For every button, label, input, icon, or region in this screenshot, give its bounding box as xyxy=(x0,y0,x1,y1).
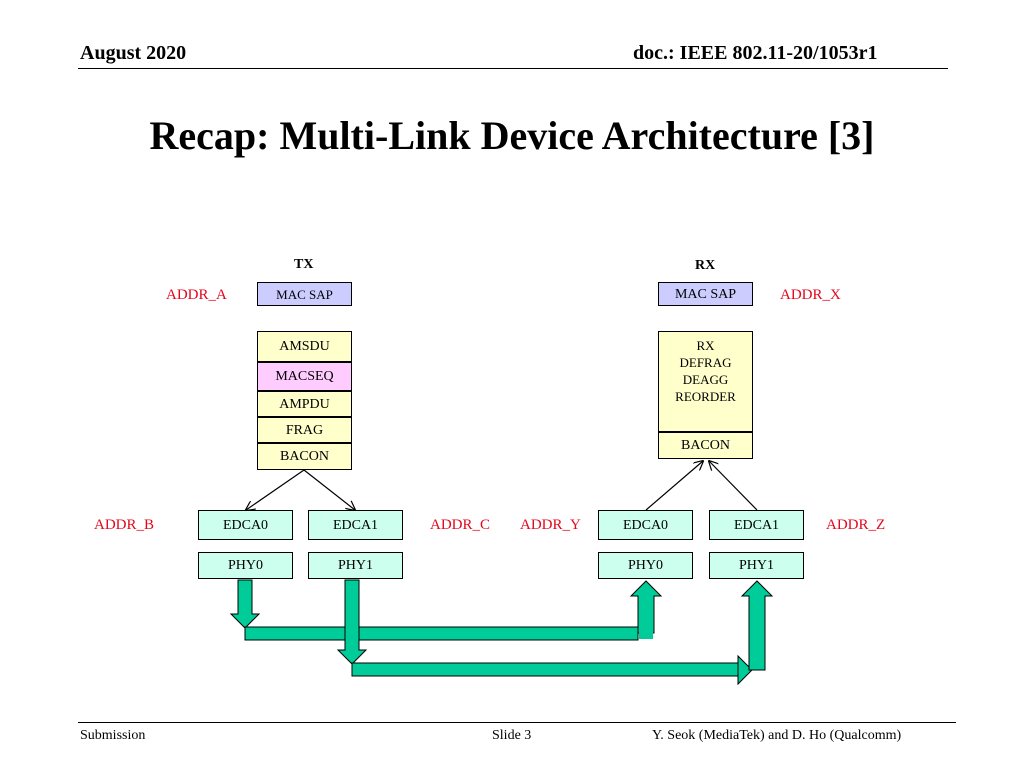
rx-stack-line: DEAGG xyxy=(682,372,729,387)
rx-phy1: PHY1 xyxy=(709,552,804,579)
tx-edca1: EDCA1 xyxy=(308,510,403,540)
slide-title: Recap: Multi-Link Device Architecture [3… xyxy=(149,113,875,158)
rx-bacon: BACON xyxy=(658,432,753,459)
arrow-phy1-horizontal xyxy=(351,662,739,677)
footer-rule xyxy=(78,722,956,723)
rx-addr-x: ADDR_X xyxy=(780,287,841,303)
tx-amsdu: AMSDU xyxy=(257,331,352,362)
tx-addr-a: ADDR_A xyxy=(166,287,227,303)
arrow-phy1-route xyxy=(336,579,368,665)
rx-processing-block: RX DEFRAG DEAGG REORDER xyxy=(658,331,753,432)
rx-stack-line: DEFRAG xyxy=(679,355,732,370)
tx-bacon-to-edca1-line xyxy=(303,469,355,510)
arrow-phy0-up xyxy=(629,580,663,634)
rx-addr-z: ADDR_Z xyxy=(826,517,886,533)
tx-label: TX xyxy=(294,257,314,272)
tx-bacon-to-edca0-line xyxy=(246,469,305,510)
rx-edca0-to-bacon-line xyxy=(645,461,703,511)
tx-edca0: EDCA0 xyxy=(198,510,293,540)
rx-addr-y: ADDR_Y xyxy=(520,517,581,533)
tx-phy1: PHY1 xyxy=(308,552,403,579)
tx-mac-sap: MAC SAP xyxy=(257,282,352,306)
rx-phy0: PHY0 xyxy=(598,552,693,579)
rx-edca1: EDCA1 xyxy=(709,510,804,540)
rx-stack-line: REORDER xyxy=(675,389,736,404)
arrow-phy0-route xyxy=(229,579,261,629)
rx-stack-line: RX xyxy=(696,338,715,353)
arrow-phy1-up xyxy=(740,580,774,671)
footer-authors: Y. Seok (MediaTek) and D. Ho (Qualcomm) xyxy=(652,728,902,743)
rx-edca0: EDCA0 xyxy=(598,510,693,540)
tx-addr-c: ADDR_C xyxy=(430,517,491,533)
header-date: August 2020 xyxy=(80,42,187,64)
rx-edca1-to-bacon-line xyxy=(709,461,758,511)
arrow-phy1-head xyxy=(737,654,753,686)
rx-mac-sap: MAC SAP xyxy=(658,282,753,306)
tx-macseq: MACSEQ xyxy=(257,362,352,391)
tx-phy0: PHY0 xyxy=(198,552,293,579)
footer-slide-number: Slide 3 xyxy=(492,728,532,743)
header-doc-id: doc.: IEEE 802.11-20/1053r1 xyxy=(633,42,878,64)
header-rule xyxy=(78,68,948,69)
tx-addr-b: ADDR_B xyxy=(94,517,155,533)
arrow-phy0-horizontal xyxy=(244,626,639,641)
tx-frag: FRAG xyxy=(257,417,352,443)
tx-bacon: BACON xyxy=(257,443,352,470)
tx-ampdu: AMPDU xyxy=(257,391,352,417)
footer-submission: Submission xyxy=(80,728,146,743)
rx-label: RX xyxy=(695,258,716,273)
